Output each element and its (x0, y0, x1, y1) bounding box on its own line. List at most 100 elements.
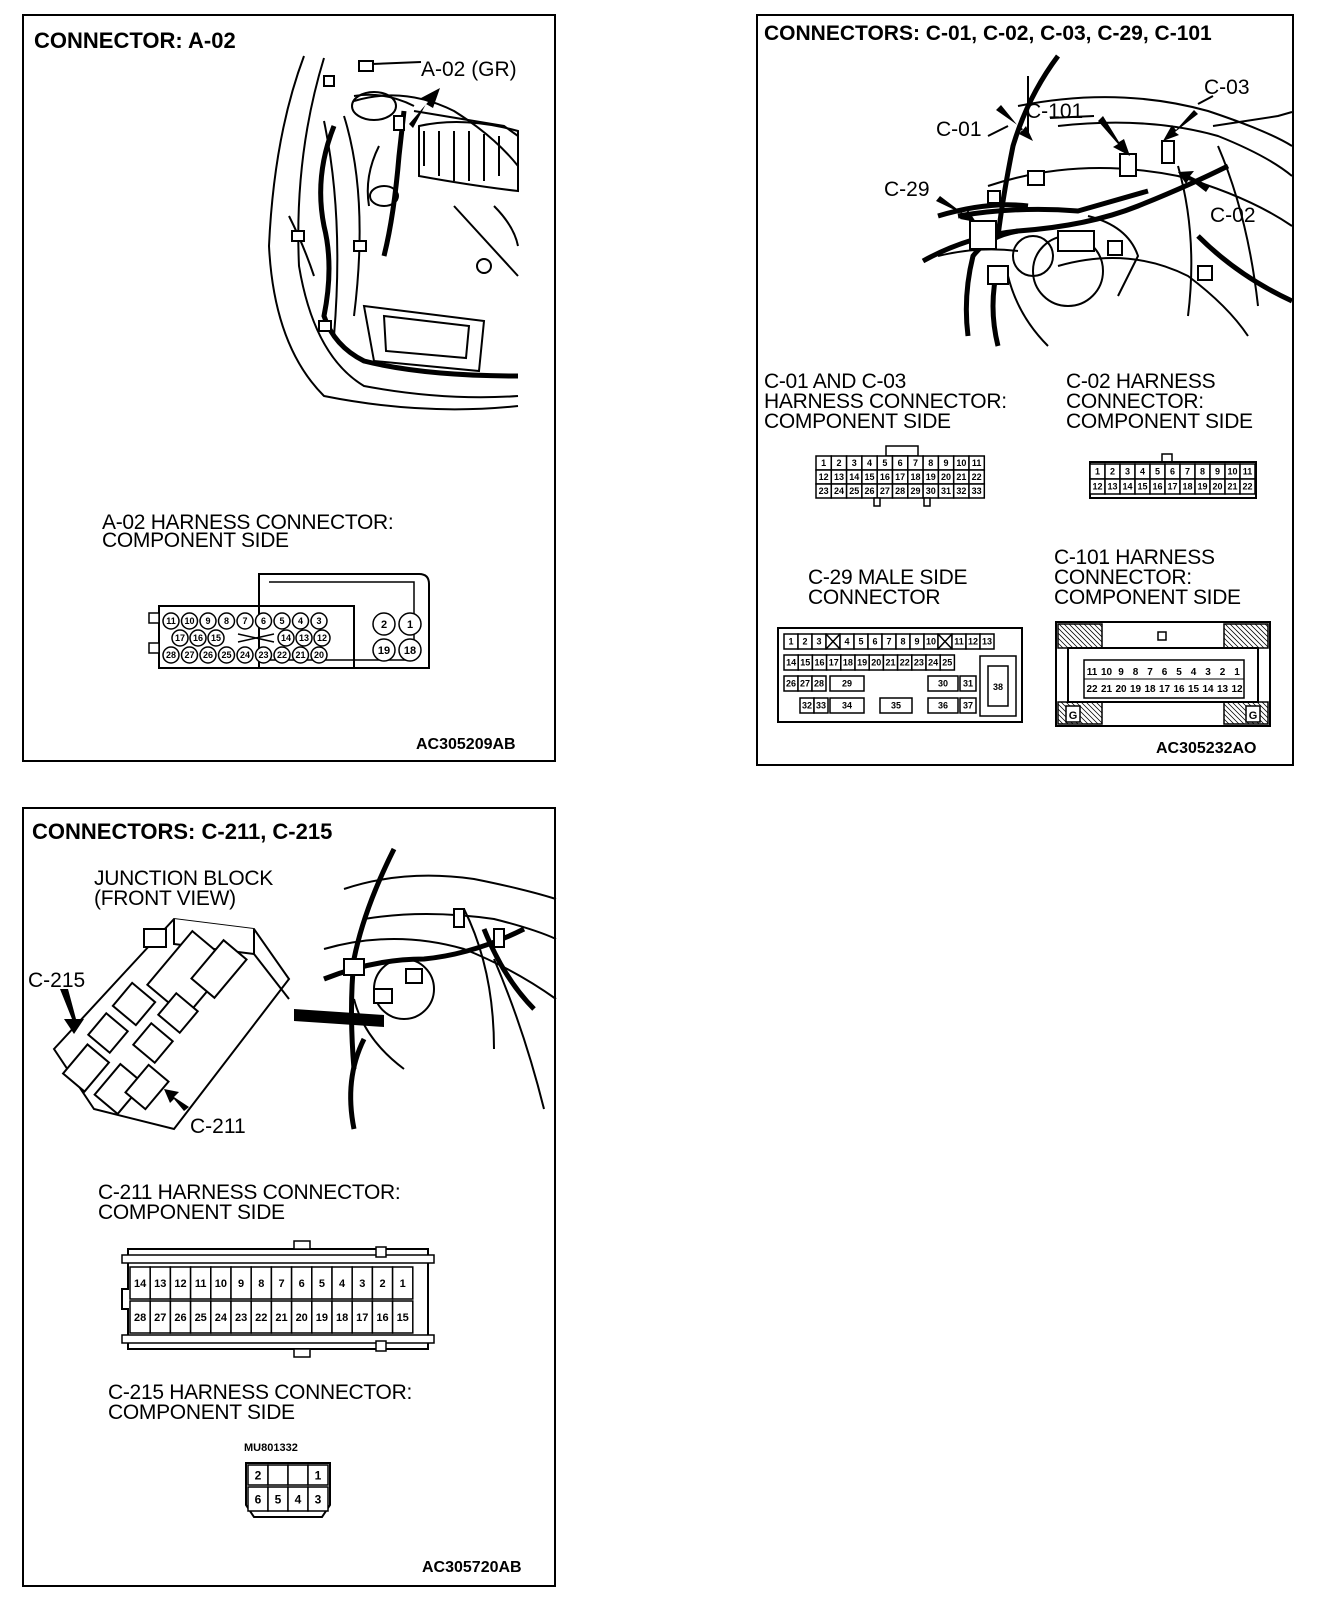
pin-label: 8 (928, 458, 933, 468)
figure-code: AC305720AB (422, 1559, 522, 1576)
callout-c01: C-01 (936, 118, 982, 141)
part-number: MU801332 (244, 1442, 298, 1454)
pin-label: 23 (235, 1312, 247, 1324)
pin-label: 22 (255, 1312, 267, 1324)
junction-block-label-line2: (FRONT VIEW) (94, 887, 236, 910)
pin-label: 3 (315, 1492, 322, 1506)
pin-cell (398, 638, 422, 662)
caption-c02-line1: C-02 HARNESS (1066, 370, 1216, 393)
pin-label: 11 (195, 1278, 207, 1290)
hatch-line (1256, 701, 1269, 714)
pin-label: 24 (928, 658, 938, 668)
pin-cell (372, 638, 396, 662)
connector-key (293, 1348, 311, 1358)
hatch-line (1261, 701, 1269, 709)
pin-label: 19 (378, 645, 390, 657)
hatch-corner (1223, 623, 1269, 649)
pin-cell (372, 612, 396, 636)
pin-label: 8 (258, 1278, 264, 1290)
pin-label: 6 (898, 458, 903, 468)
pin-label: 3 (816, 637, 821, 647)
pin-label: 18 (910, 472, 920, 482)
pin-label: 10 (1101, 667, 1113, 678)
pin-cell (236, 646, 254, 664)
pin-cell (291, 646, 310, 664)
caption-c29-line2: CONNECTOR (808, 586, 941, 609)
pin-label: 23 (819, 486, 829, 496)
pin-label: 4 (1140, 467, 1145, 477)
pin-cell (162, 612, 180, 630)
pin-label: 19 (926, 472, 936, 482)
pin-label: 25 (195, 1312, 207, 1324)
pin-label: 1 (1234, 667, 1240, 678)
pin-label: 7 (242, 616, 247, 626)
hatch-line (1223, 713, 1235, 725)
pin-label: 13 (834, 472, 844, 482)
panel-title: CONNECTORS: C-211, C-215 (32, 819, 333, 844)
hatch-line (1223, 708, 1240, 725)
pin-label: 18 (1182, 482, 1192, 492)
pin-label: 16 (1173, 684, 1185, 695)
hatch-line (1234, 623, 1260, 649)
pin-label: 14 (786, 658, 796, 668)
pin-label: 14 (1202, 684, 1214, 695)
panel-connector-a02: CONNECTOR: A-02 A-02 (GR) (22, 14, 556, 762)
pin-label: 5 (858, 637, 863, 647)
hatch-line (1068, 623, 1094, 649)
caption-a02-line1: A-02 HARNESS CONNECTOR: (102, 511, 394, 534)
pin-cell (217, 612, 236, 630)
ground-pin (1245, 705, 1261, 723)
pin-cell (295, 629, 313, 647)
pin-cell (254, 646, 273, 664)
pin-label: 36 (938, 701, 948, 711)
figure-code: AC305232AO (1156, 740, 1257, 757)
pin-label: 16 (376, 1312, 388, 1324)
pin-label: 8 (1200, 467, 1205, 477)
pin-label: 5 (1176, 667, 1182, 678)
pin-label: 28 (166, 650, 176, 660)
pin-cell-empty (287, 1464, 309, 1486)
callout-c215: C-215 (28, 969, 86, 992)
pin-cell (968, 483, 986, 499)
pin-label: 28 (134, 1312, 146, 1324)
pin-label: 5 (882, 458, 887, 468)
pin-label: 33 (816, 701, 826, 711)
pin-label: 7 (886, 637, 891, 647)
pin-label: 19 (1197, 482, 1207, 492)
pin-label: 15 (1137, 482, 1147, 492)
pin-cell (313, 629, 331, 647)
pin-label: 38 (993, 682, 1003, 692)
caption-c01-c03-line3: COMPONENT SIDE (764, 410, 951, 433)
hatch-line (1090, 701, 1103, 714)
pin-label: 7 (278, 1278, 284, 1290)
caption-c215-line1: C-215 HARNESS CONNECTOR: (108, 1381, 412, 1404)
caption-c211-line1: C-211 HARNESS CONNECTOR: (98, 1181, 401, 1204)
hatch-line (1223, 703, 1245, 725)
pin-label: 1 (1095, 467, 1100, 477)
pin-label: 15 (865, 472, 875, 482)
pin-label: 25 (221, 650, 231, 660)
pin-label: 12 (968, 637, 978, 647)
connector-rail (121, 1334, 435, 1344)
pin-label: 17 (1167, 482, 1177, 492)
pin-label: 11 (166, 616, 176, 626)
panel-title: CONNECTORS: C-01, C-02, C-03, C-29, C-10… (764, 22, 1212, 45)
pin-label: 24 (834, 486, 844, 496)
pin-label: 21 (956, 472, 966, 482)
caption-c01-c03-line2: HARNESS CONNECTOR: (764, 390, 1007, 413)
pin-label: 11 (1087, 667, 1098, 678)
pin-label: 14 (849, 472, 859, 482)
pin-label: 27 (184, 650, 194, 660)
pin-label: 1 (315, 1468, 322, 1482)
pin-cell (979, 633, 995, 650)
pin-label: 6 (299, 1278, 305, 1290)
pin-label: 17 (895, 472, 905, 482)
pin-label: 13 (1107, 482, 1117, 492)
hatch-line (1223, 637, 1235, 649)
pin-label: 2 (802, 637, 807, 647)
pin-label: 19 (857, 658, 867, 668)
pin-label: 1 (400, 1278, 406, 1290)
pin-label: 28 (814, 679, 824, 689)
pin-label: 26 (786, 679, 796, 689)
